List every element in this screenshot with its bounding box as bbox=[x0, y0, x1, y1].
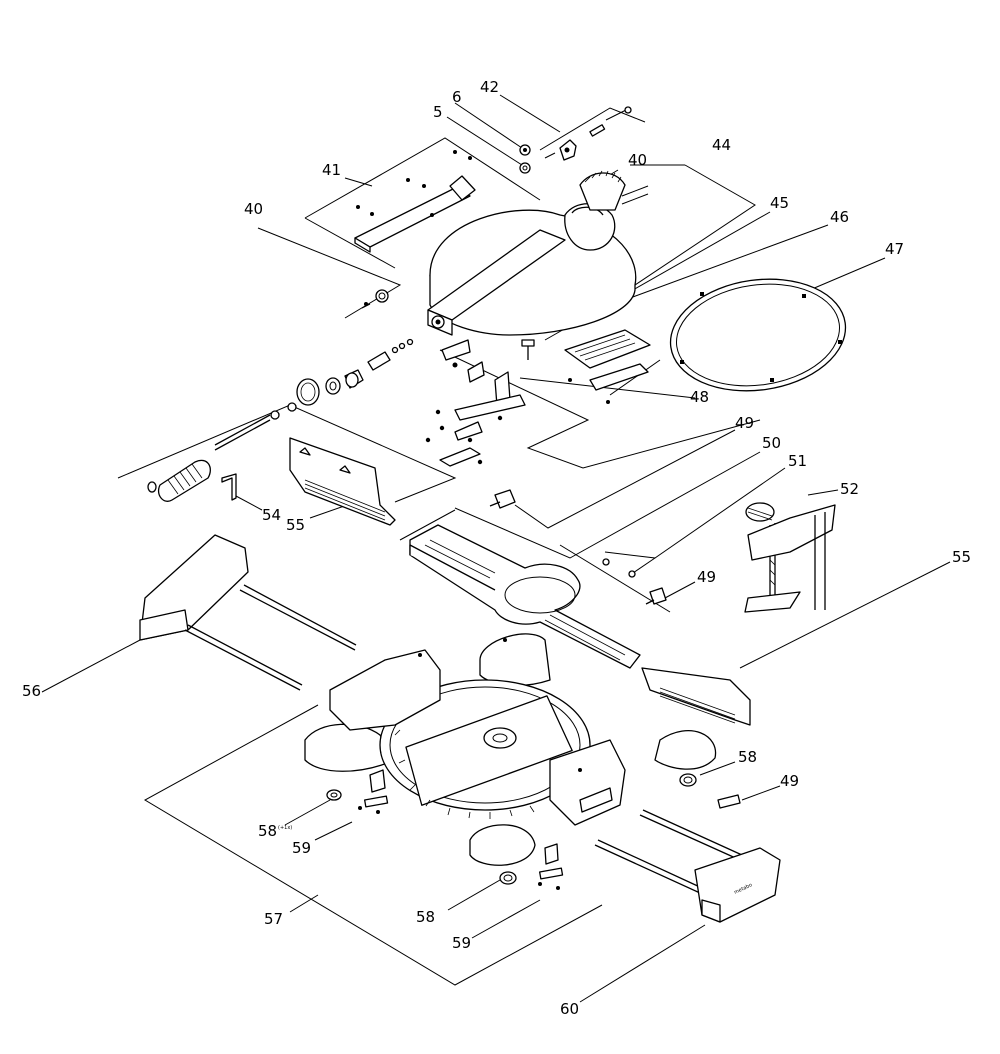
callout-59-left: 59 bbox=[292, 839, 311, 857]
leader-58a bbox=[699, 761, 736, 776]
leader-55b bbox=[739, 561, 951, 669]
callout-48: 48 bbox=[690, 388, 709, 406]
callout-52: 52 bbox=[840, 480, 859, 498]
leader-48 bbox=[519, 377, 696, 399]
part-57-base bbox=[304, 633, 717, 866]
leader-59b bbox=[471, 899, 541, 939]
part-54-hex-key bbox=[221, 473, 237, 501]
part-56-extension-left bbox=[139, 534, 357, 691]
callout-60: 60 bbox=[560, 1000, 579, 1018]
callout-49-mid: 49 bbox=[697, 568, 716, 586]
callout-58-left-suffix: (+1x) bbox=[278, 825, 292, 831]
leader-49c bbox=[741, 785, 781, 801]
callout-57: 57 bbox=[264, 910, 283, 928]
callout-41: 41 bbox=[322, 161, 341, 179]
leader-51 bbox=[654, 467, 786, 559]
part-48-lock-assembly bbox=[425, 339, 526, 467]
callout-55-left: 55 bbox=[286, 516, 305, 534]
part-58-59-feet bbox=[326, 769, 741, 890]
leader-50 bbox=[454, 451, 761, 559]
leader-5 bbox=[446, 116, 523, 166]
bracket-50-left bbox=[399, 509, 456, 541]
leader-54 bbox=[235, 495, 263, 511]
part-51-screws bbox=[602, 558, 636, 578]
callout-58-left: 58 bbox=[258, 822, 277, 840]
leader-49b bbox=[664, 581, 696, 599]
leader-59a bbox=[314, 821, 353, 841]
part-46-guard-brackets bbox=[564, 329, 651, 404]
leader-49a bbox=[514, 429, 736, 529]
callout-44: 44 bbox=[712, 136, 731, 154]
part-49-knob-a bbox=[489, 489, 516, 509]
part-52-clamp bbox=[744, 502, 836, 613]
callout-58-bottom: 58 bbox=[416, 908, 435, 926]
bracket-assembly bbox=[117, 404, 457, 503]
bracket-42 bbox=[539, 107, 646, 151]
leader-56 bbox=[41, 639, 141, 693]
callout-5: 5 bbox=[433, 103, 443, 121]
callout-6: 6 bbox=[452, 88, 462, 106]
leader-57 bbox=[289, 894, 319, 913]
part-50-table bbox=[409, 524, 641, 669]
leader-41 bbox=[344, 177, 373, 187]
part-arbor-spindle bbox=[147, 338, 414, 502]
callout-51: 51 bbox=[788, 452, 807, 470]
part-5-6-washers bbox=[519, 144, 531, 174]
callout-42: 42 bbox=[480, 78, 499, 96]
bracket-57 bbox=[143, 704, 603, 986]
bracket-41-top bbox=[304, 137, 541, 219]
callout-56: 56 bbox=[22, 682, 41, 700]
bracket-44 bbox=[619, 164, 756, 296]
callout-58-right: 58 bbox=[738, 748, 757, 766]
part-55-fence-left bbox=[289, 437, 396, 526]
callout-55-right: 55 bbox=[952, 548, 971, 566]
callout-49-top: 49 bbox=[735, 414, 754, 432]
callout-47: 47 bbox=[885, 240, 904, 258]
part-49-knob-b bbox=[645, 587, 667, 605]
part-42-lever-set bbox=[544, 106, 632, 161]
part-40-clip bbox=[361, 289, 389, 309]
callout-40-clip: 40 bbox=[244, 200, 263, 218]
leader-52 bbox=[807, 489, 839, 496]
part-44-upper-guard bbox=[427, 170, 649, 336]
callout-40-dial: 40 bbox=[628, 151, 647, 169]
callout-49-bottom: 49 bbox=[780, 772, 799, 790]
leader-58b bbox=[284, 799, 331, 826]
part-47-ring bbox=[669, 278, 847, 392]
callout-50: 50 bbox=[762, 434, 781, 452]
part-60-extension-right: metabo bbox=[594, 809, 781, 923]
callout-45: 45 bbox=[770, 194, 789, 212]
leader-60 bbox=[579, 924, 706, 1003]
leader-6 bbox=[454, 102, 523, 149]
leader-42 bbox=[499, 94, 561, 133]
part-41-guard-plate bbox=[354, 150, 476, 253]
part-45-bolt bbox=[521, 339, 535, 360]
callout-59-bottom: 59 bbox=[452, 934, 471, 952]
bracket-41-left bbox=[304, 217, 396, 269]
callout-labels: 42 6 5 44 40 41 40 45 46 47 48 49 50 51 … bbox=[22, 78, 971, 1018]
leader-58c bbox=[447, 879, 501, 911]
callout-46: 46 bbox=[830, 208, 849, 226]
part-55-fence-right bbox=[641, 667, 751, 726]
callout-54: 54 bbox=[262, 506, 281, 524]
leader-47 bbox=[804, 257, 886, 293]
bracket-48 bbox=[439, 349, 761, 469]
